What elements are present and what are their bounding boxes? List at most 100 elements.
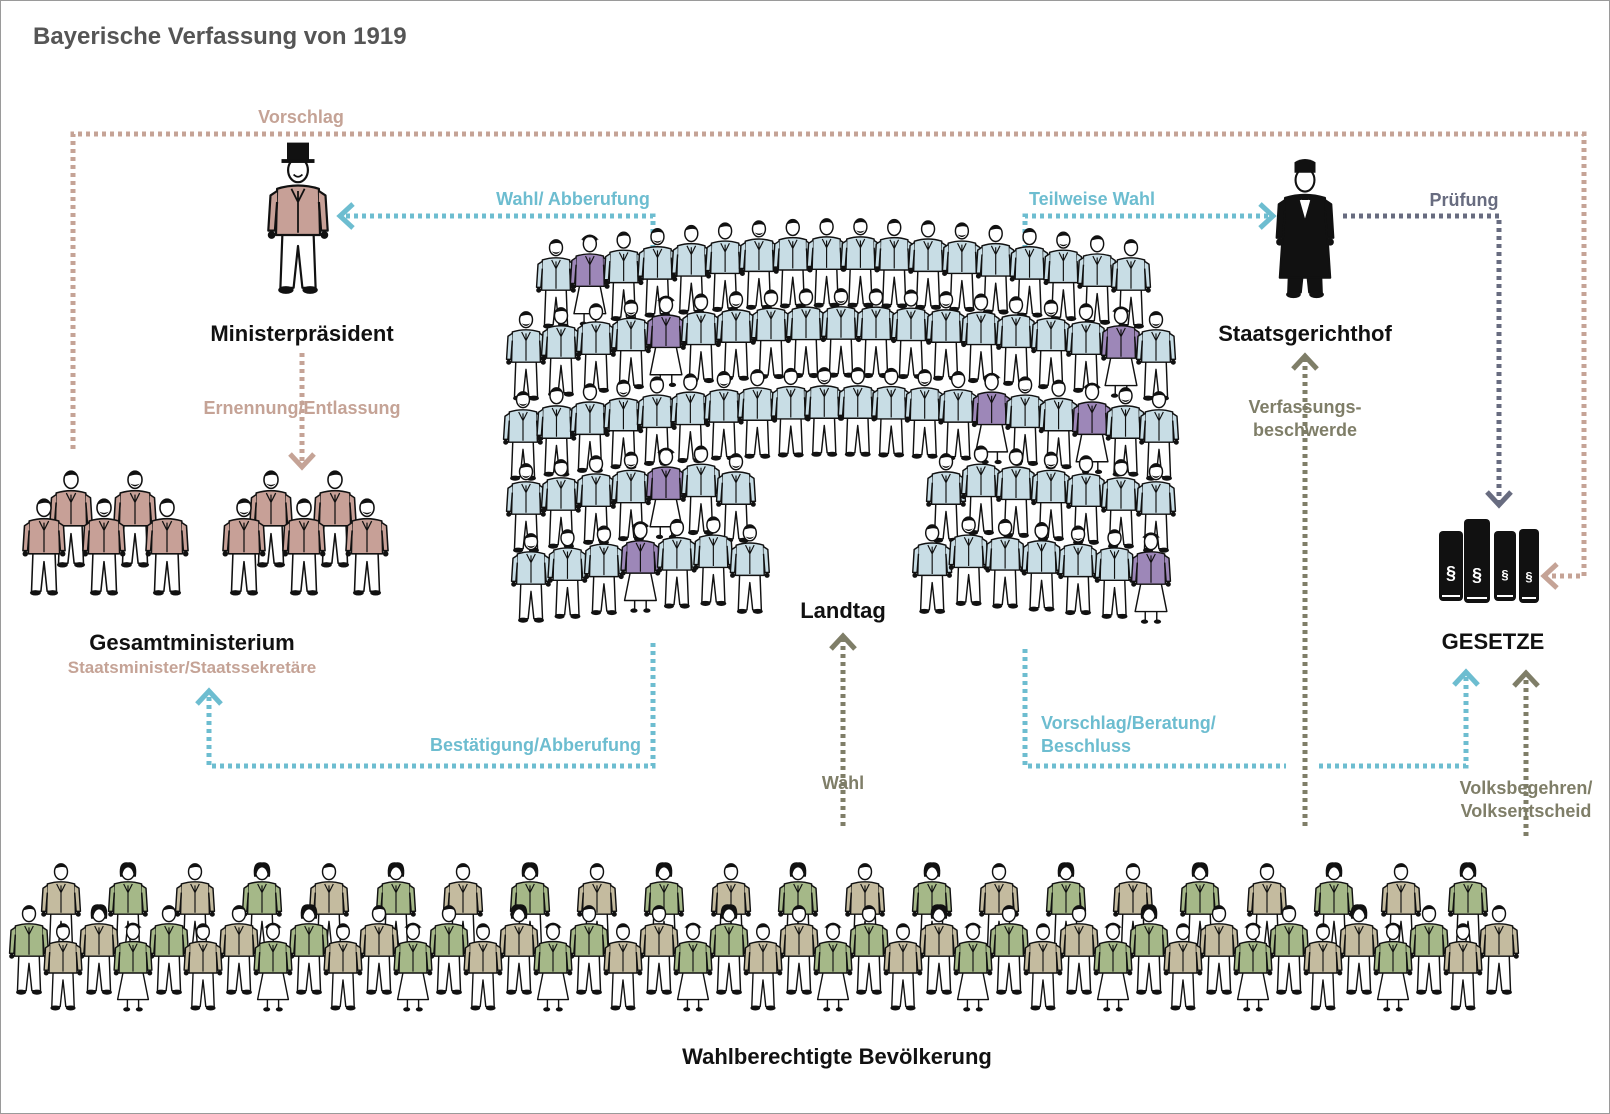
- landtag-member-figure: [680, 293, 722, 384]
- voter-figure: [393, 922, 433, 1012]
- voter-figure: [428, 905, 470, 995]
- landtag-member-figure: [1021, 522, 1062, 612]
- landtag-member-figure: [855, 288, 897, 379]
- voter-figure: [1373, 922, 1413, 1012]
- bestaetigung-connector: [195, 643, 656, 769]
- voter-figure: [148, 905, 190, 995]
- landtag-member-figure: [975, 224, 1016, 315]
- node-label-staatsgerichthof: Staatsgerichthof: [1218, 321, 1392, 346]
- diagram-title: Bayerische Verfassung von 1919: [33, 23, 407, 50]
- voter-figure: [708, 904, 750, 995]
- voter-figure: [778, 905, 820, 995]
- teilweise-wahl-connector: [1022, 202, 1277, 257]
- voter-figure: [1303, 923, 1343, 1011]
- voter-figure: [988, 905, 1030, 995]
- voter-figure: [183, 923, 223, 1011]
- voter-figure: [253, 922, 293, 1012]
- minister-figure: [22, 498, 66, 596]
- edge-label-pruefung: Prüfung: [1429, 190, 1499, 210]
- law-book-edge: [1467, 597, 1487, 599]
- landtag-member-figure: [704, 222, 746, 312]
- landtag-member-figure: [1135, 311, 1177, 401]
- law-book: [1464, 519, 1490, 603]
- voter-figure: [1338, 904, 1380, 995]
- minister-figure: [82, 498, 126, 596]
- node-label-bevoelkerung: Wahlberechtigte Bevölkerung: [682, 1044, 992, 1069]
- law-book-edge: [1497, 595, 1513, 597]
- voter-figure: [883, 923, 923, 1011]
- minister-figure: [113, 470, 157, 568]
- voter-figure: [498, 904, 540, 995]
- voter-figure: [743, 923, 783, 1011]
- landtag-member-figure: [569, 383, 611, 473]
- voter-figure: [533, 922, 573, 1012]
- law-book-edge: [1442, 595, 1460, 597]
- edge-label-wahl: Wahl: [821, 773, 865, 793]
- voter-figure: [1447, 862, 1489, 953]
- landtag-woman-figure: [620, 521, 661, 613]
- voter-figure: [568, 905, 610, 995]
- landtag-woman-figure: [645, 295, 687, 388]
- minister-figure: [49, 470, 93, 568]
- voter-figure: [1443, 923, 1483, 1011]
- landtag-member-figure: [693, 516, 734, 606]
- ministerpraesident-figure: [267, 142, 329, 294]
- landtag-member-figure: [729, 524, 770, 614]
- verfassungsbeschwerde-connector: [1291, 352, 1319, 826]
- minister-figure: [145, 498, 189, 596]
- edge-label-verfassungsbeschwerde: Verfassungs- beschwerde: [1248, 397, 1362, 440]
- landtag-member-figure: [1110, 239, 1152, 329]
- minister-figure: [313, 470, 357, 568]
- vorschlag-connector: [70, 131, 1587, 590]
- pruefung-connector: [1343, 213, 1513, 509]
- landtag-member-figure: [941, 222, 983, 312]
- landtag-member-figure: [583, 525, 625, 616]
- landtag-member-figure: [1065, 455, 1107, 545]
- voter-figure: [1023, 923, 1063, 1011]
- edge-label-vorschlag: Vorschlag: [258, 107, 344, 127]
- landtag-member-figure: [505, 311, 547, 401]
- minister-figure: [222, 498, 266, 596]
- voter-figure: [463, 923, 503, 1011]
- law-book: [1494, 531, 1516, 601]
- paragraph-books-icon: §§§§: [1439, 519, 1539, 603]
- edge-label-vorschlag-beratung: Vorschlag/Beratung/ Beschluss: [1041, 713, 1216, 756]
- volksbegehren-connector: [1512, 669, 1540, 836]
- beschluss-to-gesetze-connector: [1319, 668, 1480, 769]
- law-book-edge: [1522, 597, 1536, 599]
- vorschlag-beratung-connector: [1022, 649, 1286, 769]
- paragraph-glyph: §: [1472, 565, 1482, 585]
- voter-figure: [218, 905, 260, 995]
- landtag-woman-figure: [1130, 532, 1172, 624]
- landtag-member-figure: [984, 518, 1026, 609]
- voter-figure: [40, 863, 82, 953]
- voter-figure: [43, 923, 83, 1011]
- landtag-member-figure: [575, 303, 617, 393]
- wahl-connector: [336, 202, 656, 249]
- edge-label-teilweise-wahl: Teilweise Wahl: [1028, 189, 1156, 209]
- landtag-member-figure: [1057, 525, 1099, 616]
- landtag-woman-figure: [971, 372, 1012, 465]
- voter-figure: [8, 905, 50, 995]
- landtag-member-figure: [637, 228, 678, 318]
- edge-label-wahl-abberufung: Wahl/ Abberufung: [496, 189, 650, 209]
- landtag-member-figure: [995, 296, 1037, 386]
- voter-figure: [953, 922, 993, 1012]
- landtag-member-figure: [960, 293, 1002, 384]
- voter-figure: [78, 904, 120, 995]
- landtag-member-figure: [547, 529, 588, 619]
- voter-figure: [113, 922, 153, 1012]
- voter-figure: [1478, 905, 1520, 995]
- node-label-gesetze: GESETZE: [1441, 629, 1545, 654]
- judge-figure: [1275, 159, 1335, 299]
- node-label-gesamtministerium: Gesamtministerium: [89, 630, 295, 655]
- voter-figure: [1408, 905, 1450, 995]
- node-label-landtag: Landtag: [800, 598, 886, 623]
- law-book: [1519, 529, 1539, 603]
- edge-label-bestaetigung: Bestätigung/Abberufung: [430, 735, 641, 755]
- landtag-woman-figure: [1071, 382, 1113, 475]
- node-sublabel-gesamtministerium: Staatsminister/Staatssekretäre: [67, 658, 317, 677]
- minister-figure: [345, 498, 389, 596]
